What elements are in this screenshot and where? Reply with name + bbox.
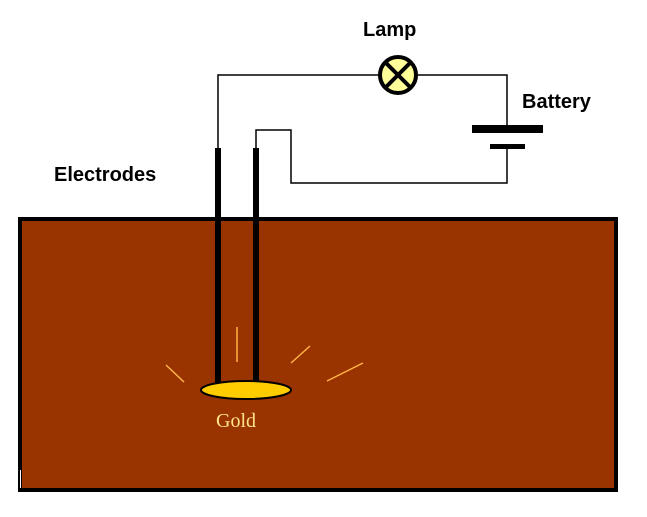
spark-lines <box>165 327 364 383</box>
gold-label: Gold <box>216 410 256 432</box>
battery-plate-short <box>490 144 525 149</box>
spark-line <box>165 364 185 383</box>
circuit-wires <box>217 74 508 184</box>
electrodes <box>215 148 259 386</box>
battery-label: Battery <box>522 91 592 113</box>
lamp-icon <box>378 55 418 95</box>
wire-lamp-to-battery <box>416 74 508 128</box>
electrode-left <box>215 148 221 386</box>
lamp-cross-b <box>384 61 412 89</box>
gold-nugget <box>200 380 292 400</box>
soil-block <box>18 217 618 492</box>
wire-electrode-to-lamp <box>217 74 380 150</box>
electrodes-label: Electrodes <box>54 164 156 186</box>
spark-line <box>326 362 364 382</box>
lamp-label: Lamp <box>363 19 416 41</box>
electrode-right <box>253 148 259 386</box>
wire-battery-to-electrode <box>255 129 508 184</box>
battery-plate-long <box>472 125 543 133</box>
spark-line <box>290 345 311 364</box>
battery-icon <box>472 125 543 149</box>
